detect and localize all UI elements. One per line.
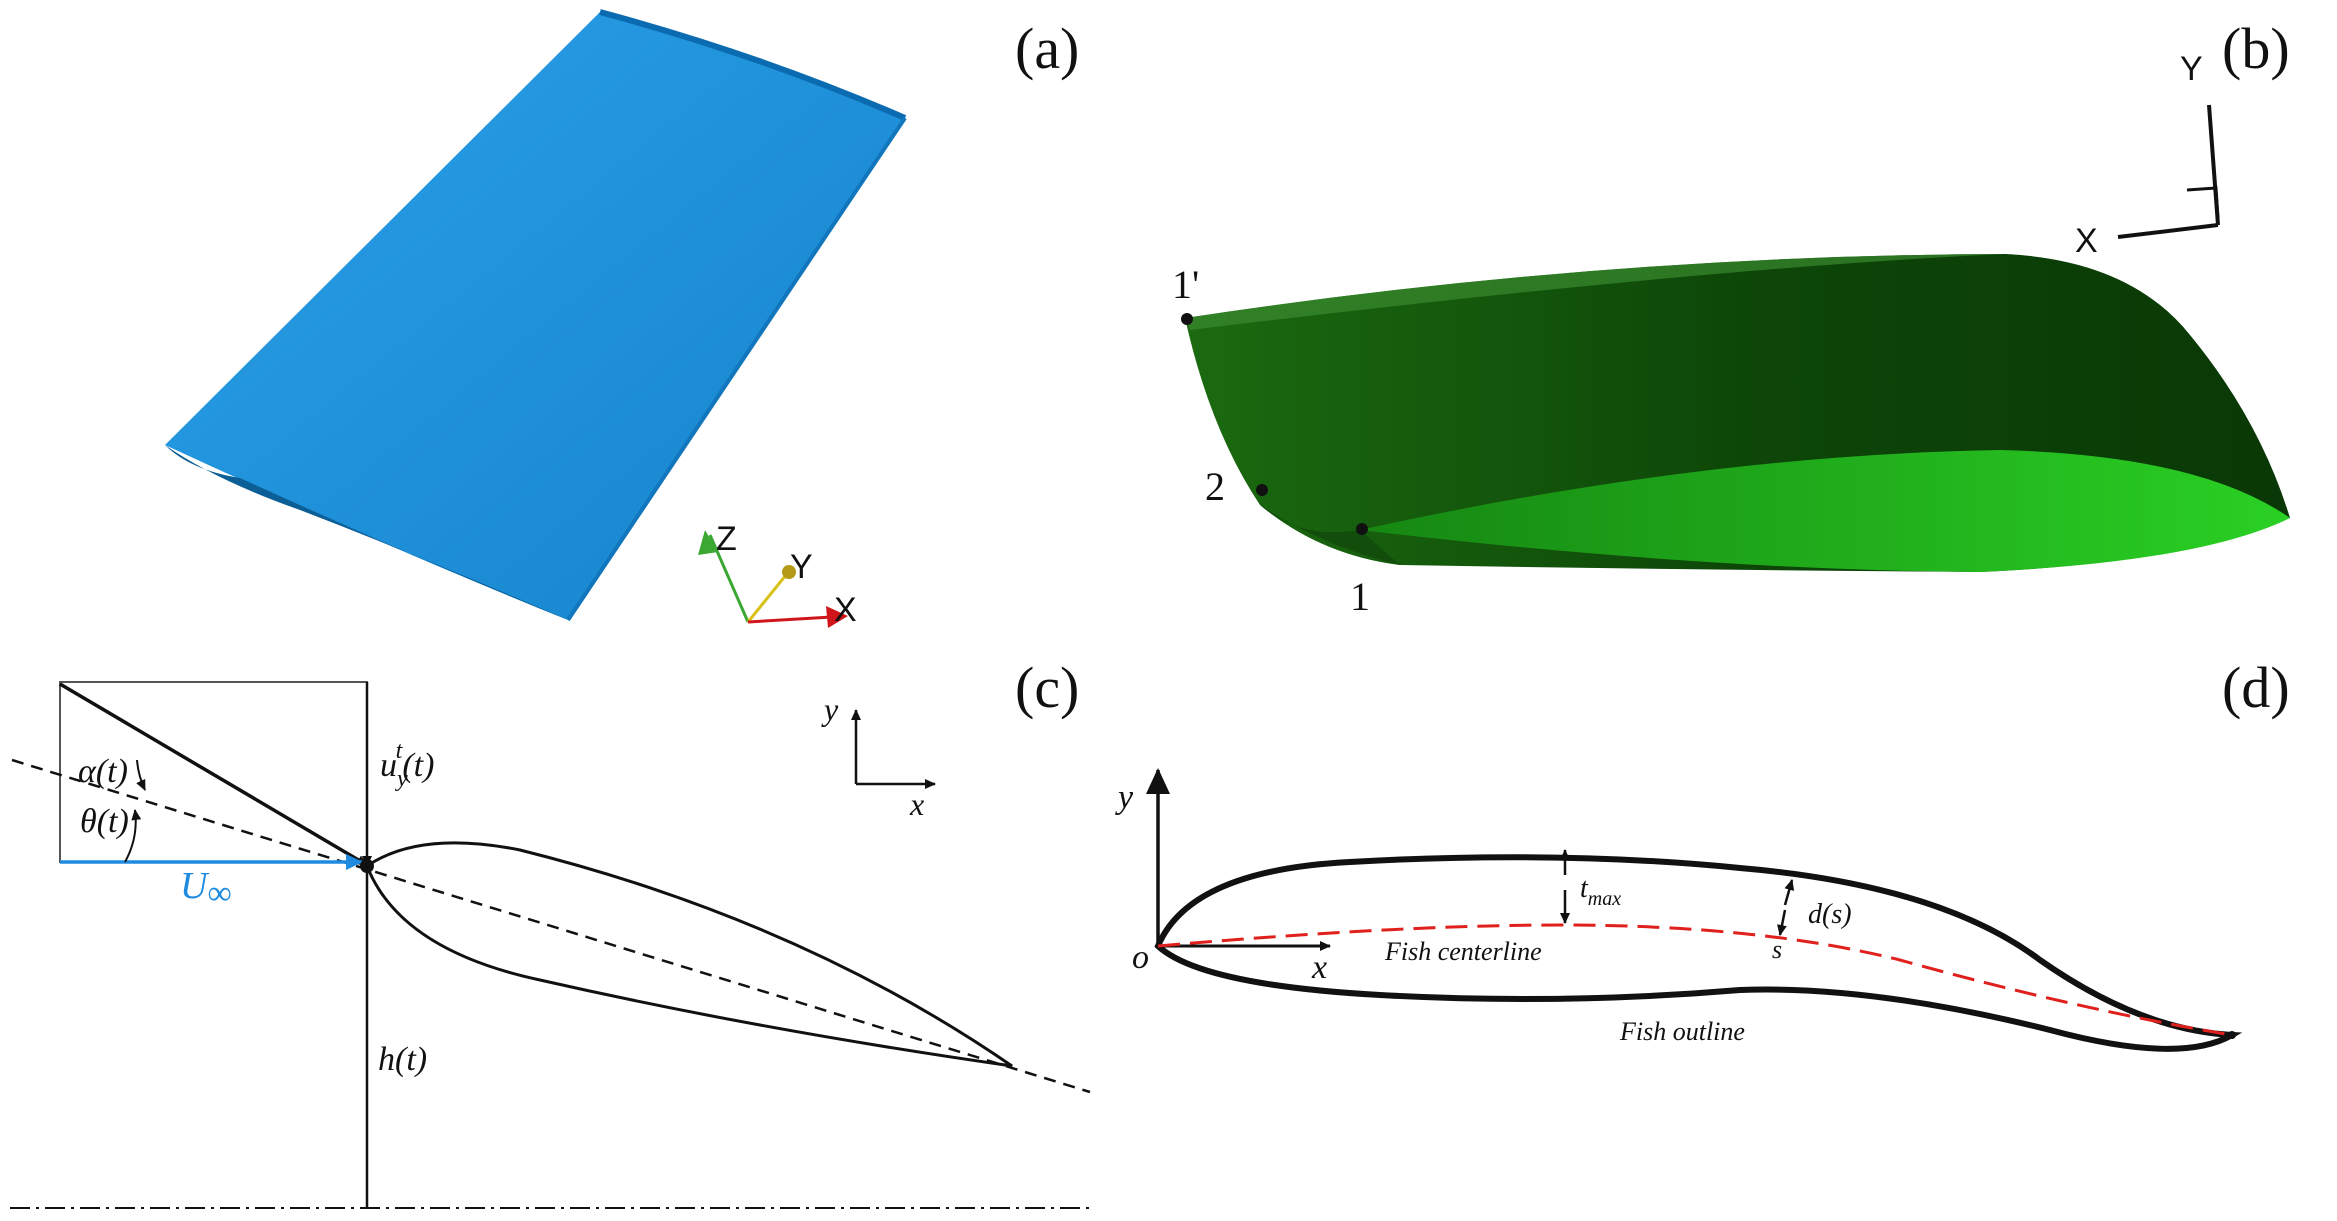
label-fish-outline: Fish outline: [1619, 1017, 1745, 1046]
label-point-1-prime: 1': [1172, 262, 1199, 307]
label-t-max: tmax: [1580, 873, 1621, 910]
label-theta: θ(t): [80, 803, 129, 840]
axis-label-x: X: [834, 591, 857, 629]
label-alpha: α(t): [78, 753, 128, 790]
green-wing-3d: [1185, 254, 2290, 572]
axis-label-y-c: y: [821, 691, 839, 727]
svg-text:uyt(t): uyt(t): [380, 738, 434, 792]
point-2: [1256, 484, 1268, 496]
label-point-1: 1: [1350, 574, 1370, 619]
panel-c: α(t) θ(t) uyt(t) U∞ h(t) y x (c): [10, 655, 1095, 1209]
svg-text:U∞: U∞: [180, 865, 232, 912]
axis-label-z: Z: [716, 520, 737, 558]
airfoil-diagram: [10, 681, 1095, 1209]
panel-label-c: (c): [1015, 655, 1079, 720]
axis-label-y: Y: [790, 548, 813, 586]
axis-label-y-d: y: [1115, 779, 1134, 816]
fish-diagram: [1146, 768, 2243, 1052]
origin-label: o: [1132, 939, 1149, 976]
label-point-2: 2: [1205, 464, 1225, 509]
panel-label-a: (a): [1015, 16, 1079, 81]
axis-triad-c: y x: [821, 691, 936, 822]
axis-label-x-d: x: [1311, 949, 1327, 986]
panel-label-d: (d): [2222, 655, 2290, 720]
panel-a: Z Y X (a): [165, 9, 1079, 629]
panel-d: y x o tmax d(s) s Fish centerline Fish o…: [1115, 655, 2290, 1052]
panel-label-b: (b): [2222, 16, 2290, 81]
axis-label-x-b: X: [2075, 222, 2098, 260]
point-1-prime: [1181, 313, 1193, 325]
axis-triad-b: Y X: [2075, 50, 2220, 260]
svg-text:tmax: tmax: [1580, 873, 1621, 910]
axis-label-y-b: Y: [2180, 50, 2203, 88]
label-u-y-t: uyt(t): [380, 738, 434, 792]
label-fish-centerline: Fish centerline: [1384, 937, 1542, 966]
point-1: [1356, 523, 1368, 535]
axis-label-x-c: x: [909, 786, 924, 822]
label-ds: d(s): [1808, 899, 1852, 930]
label-U-inf: U∞: [180, 865, 232, 912]
label-s: s: [1772, 935, 1782, 964]
panel-b: 1' 2 1 Y X (b): [1172, 16, 2290, 619]
axis-triad-a: Z Y X: [698, 520, 857, 629]
blue-wing-3d: [165, 9, 907, 622]
label-h: h(t): [378, 1041, 427, 1078]
